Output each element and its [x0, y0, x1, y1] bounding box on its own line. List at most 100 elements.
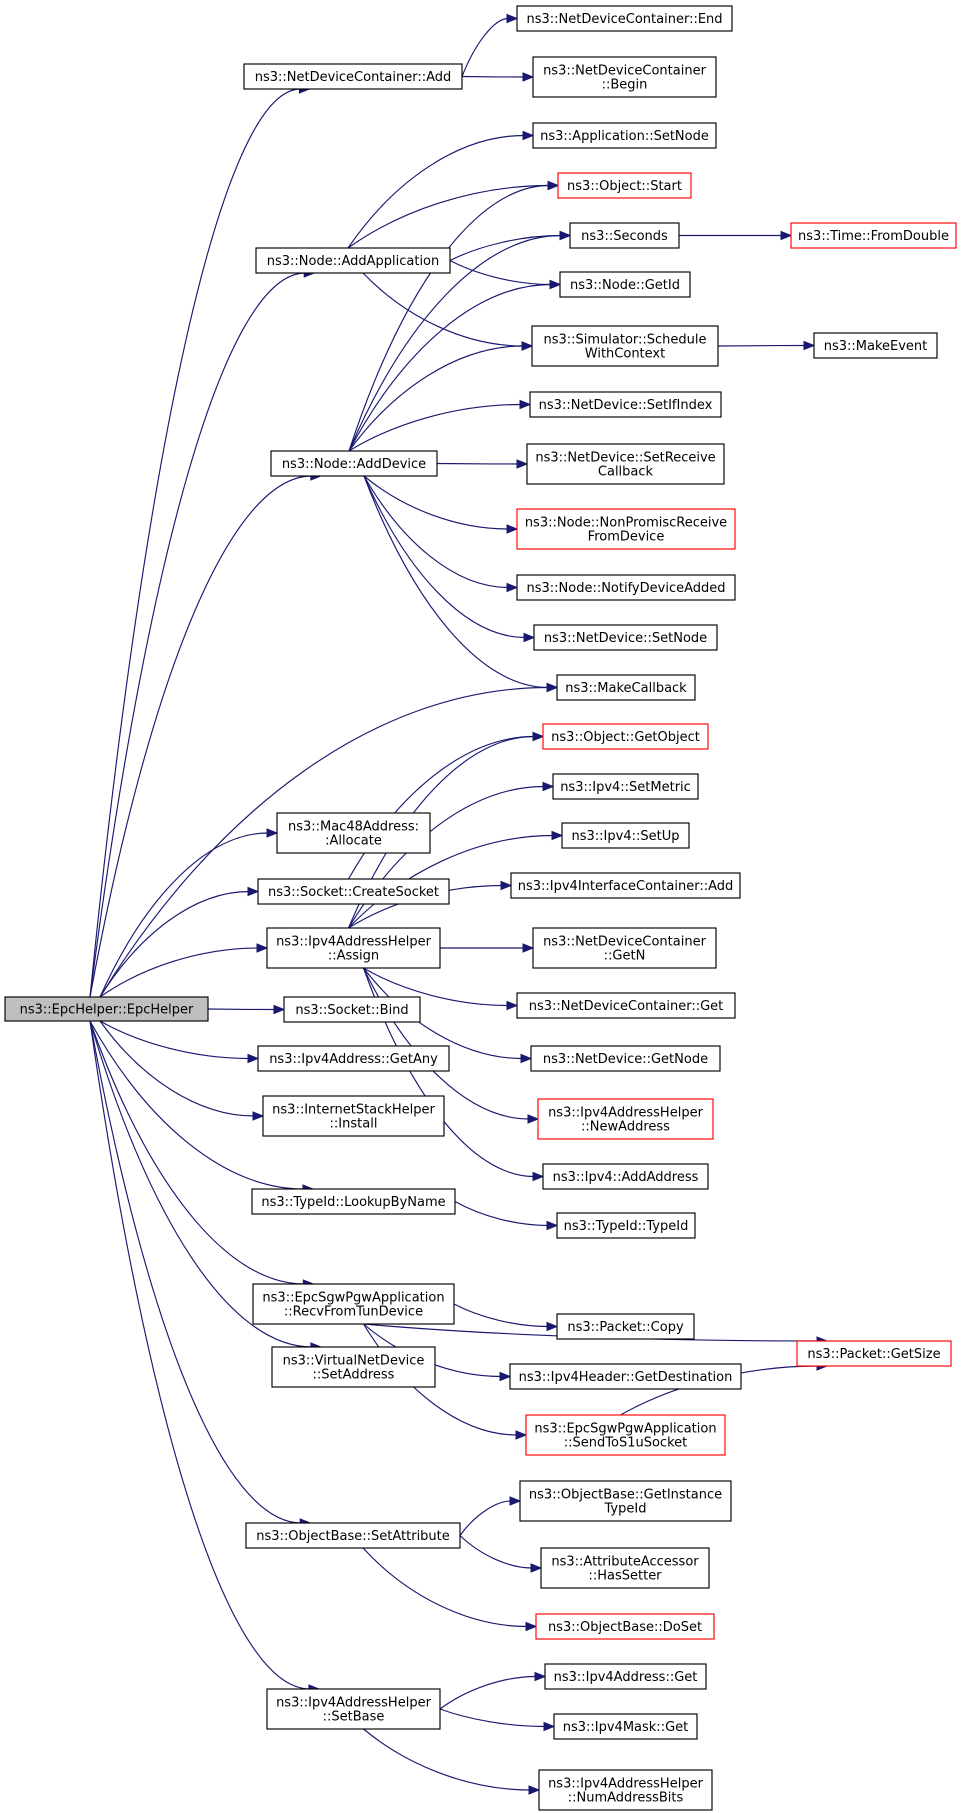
node-box[interactable] — [270, 450, 438, 477]
node-time_fromdouble[interactable]: ns3::Time::FromDouble — [790, 222, 957, 249]
node-ndc_add[interactable]: ns3::NetDeviceContainer::Add — [243, 63, 463, 90]
node-box[interactable] — [271, 1346, 436, 1388]
node-box[interactable] — [266, 927, 441, 969]
node-ipv4ah_numbits[interactable]: ns3::Ipv4AddressHelper::NumAddressBits — [538, 1769, 713, 1811]
node-ipv4ah_setbase[interactable]: ns3::Ipv4AddressHelper::SetBase — [266, 1688, 441, 1730]
node-box[interactable] — [262, 1095, 445, 1137]
node-app_setnode[interactable]: ns3::Application::SetNode — [532, 122, 717, 149]
node-seconds[interactable]: ns3::Seconds — [569, 222, 680, 249]
node-box[interactable] — [542, 723, 709, 750]
node-box[interactable] — [532, 927, 717, 969]
node-box[interactable] — [790, 222, 957, 249]
node-box[interactable] — [255, 247, 451, 274]
node-nd_setnode[interactable]: ns3::NetDevice::SetNode — [533, 624, 718, 651]
node-vnd_setaddress[interactable]: ns3::VirtualNetDevice::SetAddress — [271, 1346, 436, 1388]
node-ndc_end[interactable]: ns3::NetDeviceContainer::End — [516, 5, 733, 32]
node-socket_create[interactable]: ns3::Socket::CreateSocket — [257, 878, 450, 905]
node-box[interactable] — [243, 63, 463, 90]
node-nd_getnode[interactable]: ns3::NetDevice::GetNode — [530, 1045, 721, 1072]
node-box[interactable] — [251, 1188, 456, 1215]
node-box[interactable] — [252, 1283, 455, 1325]
node-ob_doset[interactable]: ns3::ObjectBase::DoSet — [535, 1613, 715, 1640]
node-box[interactable] — [813, 332, 938, 359]
node-box[interactable] — [542, 1163, 709, 1190]
node-box[interactable] — [245, 1522, 461, 1549]
node-box[interactable] — [538, 1769, 713, 1811]
node-mac48_allocate[interactable]: ns3::Mac48Address::Allocate — [276, 812, 431, 854]
node-ndc_getn[interactable]: ns3::NetDeviceContainer::GetN — [532, 927, 717, 969]
node-makecallback[interactable]: ns3::MakeCallback — [556, 674, 696, 701]
node-ndc_begin[interactable]: ns3::NetDeviceContainer::Begin — [532, 56, 717, 98]
node-box[interactable] — [557, 172, 692, 199]
node-box[interactable] — [556, 674, 696, 701]
node-box[interactable] — [276, 812, 431, 854]
node-box[interactable] — [559, 271, 691, 298]
node-box[interactable] — [544, 1663, 707, 1690]
node-node_notify[interactable]: ns3::Node::NotifyDeviceAdded — [516, 574, 736, 601]
node-box[interactable] — [509, 1363, 742, 1390]
node-box[interactable] — [532, 56, 717, 98]
node-box[interactable] — [535, 1613, 715, 1640]
node-typeid_typeid[interactable]: ns3::TypeId::TypeId — [556, 1212, 696, 1239]
node-box[interactable] — [556, 1313, 695, 1340]
node-aa_hassetter[interactable]: ns3::AttributeAccessor::HasSetter — [540, 1547, 710, 1589]
node-box[interactable] — [516, 5, 733, 32]
node-box[interactable] — [531, 325, 719, 367]
node-box[interactable] — [540, 1547, 710, 1589]
node-obj_start[interactable]: ns3::Object::Start — [557, 172, 692, 199]
node-box[interactable] — [533, 624, 718, 651]
node-makeevent[interactable]: ns3::MakeEvent — [813, 332, 938, 359]
node-ob_setattribute[interactable]: ns3::ObjectBase::SetAttribute — [245, 1522, 461, 1549]
node-ipv4_addaddress[interactable]: ns3::Ipv4::AddAddress — [542, 1163, 709, 1190]
node-ipv4h_getdest[interactable]: ns3::Ipv4Header::GetDestination — [509, 1363, 742, 1390]
node-ipv4addr_getany[interactable]: ns3::Ipv4Address::GetAny — [257, 1045, 450, 1072]
node-box[interactable] — [516, 508, 736, 550]
node-epc_recv[interactable]: ns3::EpcSgwPgwApplication::RecvFromTunDe… — [252, 1283, 455, 1325]
node-epc_sendto[interactable]: ns3::EpcSgwPgwApplication::SendToS1uSock… — [525, 1414, 726, 1456]
node-box[interactable] — [525, 1414, 726, 1456]
node-node_getid[interactable]: ns3::Node::GetId — [559, 271, 691, 298]
node-ndc_get[interactable]: ns3::NetDeviceContainer::Get — [516, 992, 736, 1019]
node-box[interactable] — [516, 574, 736, 601]
node-node_adddevice[interactable]: ns3::Node::AddDevice — [270, 450, 438, 477]
node-ipv4_setup[interactable]: ns3::Ipv4::SetUp — [561, 822, 690, 849]
node-box[interactable] — [561, 822, 690, 849]
node-box[interactable] — [266, 1688, 441, 1730]
node-box[interactable] — [283, 996, 421, 1023]
node-ipv4ah_newaddress[interactable]: ns3::Ipv4AddressHelper::NewAddress — [537, 1098, 714, 1140]
node-nd_setifindex[interactable]: ns3::NetDevice::SetIfIndex — [529, 391, 722, 418]
node-packet_copy[interactable]: ns3::Packet::Copy — [556, 1313, 695, 1340]
node-box[interactable] — [553, 1713, 698, 1740]
node-ipv4ic_add[interactable]: ns3::Ipv4InterfaceContainer::Add — [510, 872, 741, 899]
node-box[interactable] — [519, 1480, 732, 1522]
node-socket_bind[interactable]: ns3::Socket::Bind — [283, 996, 421, 1023]
node-typeid_lookup[interactable]: ns3::TypeId::LookupByName — [251, 1188, 456, 1215]
node-box[interactable] — [510, 872, 741, 899]
node-ipv4mask_get[interactable]: ns3::Ipv4Mask::Get — [553, 1713, 698, 1740]
node-box[interactable] — [556, 1212, 696, 1239]
node-ipv4_setmetric[interactable]: ns3::Ipv4::SetMetric — [552, 773, 699, 800]
node-root[interactable]: ns3::EpcHelper::EpcHelper — [4, 996, 209, 1022]
node-box[interactable] — [516, 992, 736, 1019]
node-box[interactable] — [796, 1340, 952, 1367]
node-node_addapp[interactable]: ns3::Node::AddApplication — [255, 247, 451, 274]
node-box[interactable] — [569, 222, 680, 249]
node-box[interactable] — [257, 1045, 450, 1072]
node-box[interactable] — [530, 1045, 721, 1072]
node-box[interactable] — [257, 878, 450, 905]
node-ipv4ah_assign[interactable]: ns3::Ipv4AddressHelper::Assign — [266, 927, 441, 969]
node-box[interactable] — [526, 443, 725, 485]
node-box[interactable] — [529, 391, 722, 418]
node-packet_getsize[interactable]: ns3::Packet::GetSize — [796, 1340, 952, 1367]
node-box[interactable] — [552, 773, 699, 800]
node-ish_install[interactable]: ns3::InternetStackHelper::Install — [262, 1095, 445, 1137]
node-obj_getobject[interactable]: ns3::Object::GetObject — [542, 723, 709, 750]
node-box[interactable] — [537, 1098, 714, 1140]
node-box[interactable] — [4, 996, 209, 1022]
node-box[interactable] — [532, 122, 717, 149]
node-ipv4addr_get[interactable]: ns3::Ipv4Address::Get — [544, 1663, 707, 1690]
